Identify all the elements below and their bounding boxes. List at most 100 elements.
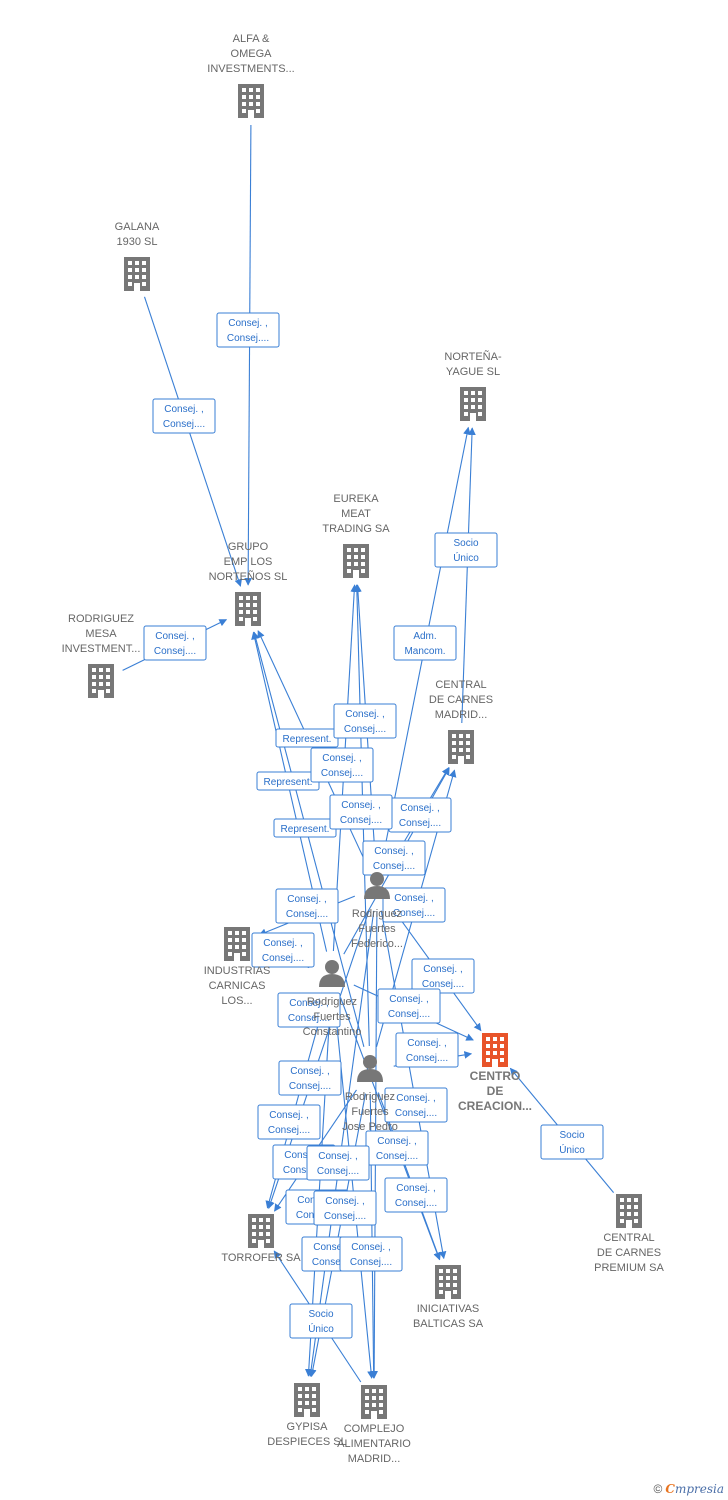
building-icon[interactable] (616, 1194, 642, 1228)
edge-label-text: Mancom. (404, 646, 445, 657)
building-icon[interactable] (343, 544, 369, 578)
edge-label[interactable]: Consej. ,Consej.... (257, 1104, 321, 1140)
edge-label[interactable]: Consej. ,Consej.... (275, 888, 339, 924)
building-icon[interactable] (482, 1033, 508, 1067)
edge-label-box[interactable] (277, 992, 341, 1028)
brand-logo-text: mpresia (674, 1482, 724, 1496)
edge-label-box[interactable] (384, 1177, 448, 1213)
building-icon[interactable] (238, 84, 264, 118)
node-alfa[interactable]: ALFA &OMEGAINVESTMENTS... (207, 33, 295, 118)
edge-label[interactable]: Consej. ,Consej.... (216, 312, 280, 348)
building-icon[interactable] (294, 1383, 320, 1417)
building-icon[interactable] (248, 1214, 274, 1248)
edge-label-box[interactable] (313, 1190, 377, 1226)
edge-label-box[interactable] (395, 1032, 459, 1068)
node-label: PREMIUM SA (594, 1262, 664, 1274)
person-icon[interactable] (364, 872, 390, 899)
person-icon[interactable] (319, 960, 345, 987)
edge-label[interactable]: Represent. (256, 771, 320, 791)
building-icon[interactable] (435, 1265, 461, 1299)
edge-label-box[interactable] (377, 988, 441, 1024)
edge-label[interactable]: Consej. ,Consej.... (377, 988, 441, 1024)
edge-label-box[interactable] (152, 398, 216, 434)
edge-label-box[interactable] (540, 1124, 604, 1160)
node-label: Constantino (303, 1026, 362, 1038)
edge-label[interactable]: Consej. ,Consej.... (388, 797, 452, 833)
edge-label-box[interactable] (257, 1104, 321, 1140)
edge-label-box[interactable] (339, 1236, 403, 1272)
edge-label-text: Consej.... (268, 1125, 310, 1136)
edge-label[interactable]: Consej. ,Consej.... (333, 703, 397, 739)
node-label: CENTRAL (603, 1232, 654, 1244)
edge-label[interactable]: Represent. (273, 818, 337, 838)
person-icon[interactable] (357, 1055, 383, 1082)
node-rodmesa[interactable]: RODRIGUEZMESAINVESTMENT... (62, 613, 141, 698)
edge-label-box[interactable] (251, 932, 315, 968)
edge-label[interactable]: Consej. ,Consej.... (362, 840, 426, 876)
edge-label[interactable]: Consej. ,Consej.... (365, 1130, 429, 1166)
edge-label[interactable]: Consej. ,Consej.... (278, 1060, 342, 1096)
edge-label[interactable]: Consej. ,Consej.... (384, 1177, 448, 1213)
edge-label[interactable]: Consej. ,Consej.... (384, 1087, 448, 1123)
edge-label-text: Consej.... (373, 861, 415, 872)
edge-label-box[interactable] (411, 958, 475, 994)
edge-label[interactable]: Consej. ,Consej.... (143, 625, 207, 661)
edge-label[interactable]: Consej. ,Consej.... (277, 992, 341, 1028)
node-centro[interactable]: CENTRODECREACION... (458, 1033, 532, 1113)
building-icon[interactable] (224, 927, 250, 961)
edge-label[interactable]: Consej. ,Consej.... (310, 747, 374, 783)
node-p_federico[interactable]: RodriguezFuertesFederico... (351, 872, 403, 950)
edge-label-text: Consej.... (406, 1053, 448, 1064)
edge-label[interactable]: Consej. ,Consej.... (306, 1145, 370, 1181)
edge-label-box[interactable] (329, 794, 393, 830)
building-icon[interactable] (88, 664, 114, 698)
edge-p_constantino-to-iniciativas (339, 997, 441, 1261)
edge-label[interactable]: Represent. (275, 728, 339, 748)
edge-label[interactable]: Adm.Mancom. (393, 625, 457, 661)
edge-label-box[interactable] (333, 703, 397, 739)
edge-label-box[interactable] (278, 1060, 342, 1096)
building-icon[interactable] (361, 1385, 387, 1419)
edge-label[interactable]: Consej. ,Consej.... (329, 794, 393, 830)
edge-label-box[interactable] (362, 840, 426, 876)
edge-label-text: Consej. , (289, 998, 328, 1009)
edge-label[interactable]: Consej. ,Consej.... (251, 932, 315, 968)
edge-label[interactable]: Consej. ,Consej.... (382, 887, 446, 923)
edge-label[interactable]: Consej. ,Consej.... (313, 1190, 377, 1226)
edge-label[interactable]: Consej. ,Consej.... (152, 398, 216, 434)
node-complejo[interactable]: COMPLEJOALIMENTARIOMADRID... (337, 1385, 411, 1465)
edge-label[interactable]: Consej. ,Consej.... (395, 1032, 459, 1068)
edge-label-box[interactable] (143, 625, 207, 661)
node-torrofer[interactable]: TORROFER SA (221, 1214, 301, 1264)
edge-label-box[interactable] (384, 1087, 448, 1123)
building-icon[interactable] (448, 730, 474, 764)
node-industrias[interactable]: INDUSTRIASCARNICASLOS... (204, 927, 271, 1007)
edge-label[interactable]: Consej. ,Consej.... (339, 1236, 403, 1272)
building-icon[interactable] (124, 257, 150, 291)
building-icon[interactable] (460, 387, 486, 421)
node-label: MESA (85, 628, 117, 640)
edge-label-box[interactable] (310, 747, 374, 783)
edge-label-box[interactable] (306, 1145, 370, 1181)
edge-label-box[interactable] (289, 1303, 353, 1339)
node-nortena[interactable]: NORTEÑA-YAGUE SL (444, 350, 502, 421)
edge-label-box[interactable] (216, 312, 280, 348)
edge-label-box[interactable] (393, 625, 457, 661)
edge-label-box[interactable] (275, 888, 339, 924)
edge-label[interactable]: Consej. ,Consej.... (411, 958, 475, 994)
edge-label-box[interactable] (382, 887, 446, 923)
building-icon[interactable] (235, 592, 261, 626)
edge-label-box[interactable] (434, 532, 498, 568)
